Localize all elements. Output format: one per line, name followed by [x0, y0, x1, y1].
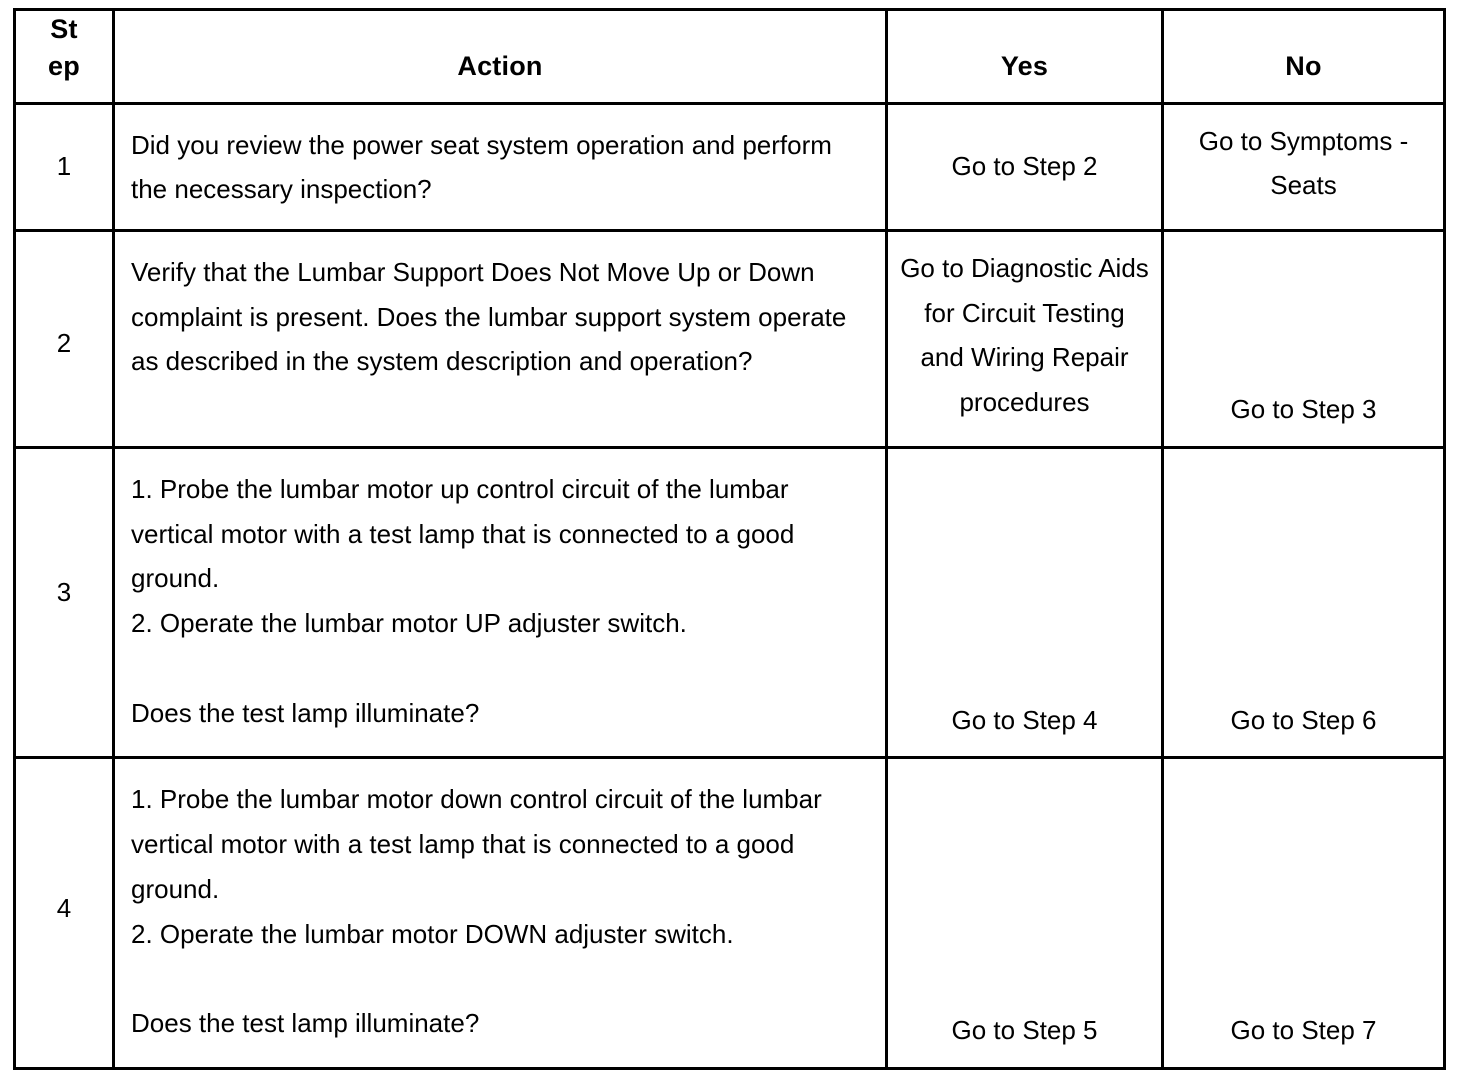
yes-wrapper: Go to Step 4 — [888, 449, 1161, 757]
no-text: Go to Symptoms - Seats — [1198, 125, 1409, 201]
column-header-step-label: St ep — [48, 14, 80, 82]
action-wrapper: Verify that the Lumbar Support Does Not … — [115, 232, 885, 446]
yes-text: Go to Step 2 — [951, 151, 1098, 182]
step-number: 2 — [56, 327, 72, 358]
no-text: Go to Step 7 — [1230, 1015, 1377, 1046]
table-header-row: St ep Action Yes No — [13, 8, 1446, 105]
column-header-step-cell: St ep — [16, 11, 112, 102]
step-number: 3 — [56, 577, 72, 608]
no-wrapper: Go to Symptoms - Seats — [1164, 105, 1443, 229]
no-text: Go to Step 3 — [1230, 394, 1377, 425]
action-wrapper: 1. Probe the lumbar motor down control c… — [115, 759, 885, 1067]
action-cell: 1. Probe the lumbar motor up control cir… — [112, 445, 888, 760]
table-row: 3 1. Probe the lumbar motor up control c… — [13, 445, 1446, 760]
table-header: St ep Action Yes No — [13, 8, 1446, 105]
no-cell: Go to Symptoms - Seats — [1161, 101, 1446, 232]
step-number: 1 — [56, 151, 72, 182]
step-number-cell: 4 — [13, 756, 115, 1070]
column-header-no-label: No — [1285, 51, 1322, 82]
no-wrapper: Go to Step 6 — [1164, 449, 1443, 757]
no-wrapper: Go to Step 3 — [1164, 232, 1443, 446]
step-number-wrapper: 3 — [16, 449, 112, 757]
step-number-wrapper: 4 — [16, 759, 112, 1067]
yes-text: Go to Step 5 — [951, 1015, 1098, 1046]
table-body: 1 Did you review the power seat system o… — [13, 101, 1446, 1070]
step-number-cell: 2 — [13, 228, 115, 449]
action-cell: 1. Probe the lumbar motor down control c… — [112, 756, 888, 1070]
yes-cell: Go to Step 5 — [885, 756, 1164, 1070]
table-row: 4 1. Probe the lumbar motor down control… — [13, 756, 1446, 1070]
column-header-yes-cell: Yes — [888, 11, 1161, 102]
no-wrapper: Go to Step 7 — [1164, 759, 1443, 1067]
column-header-yes-label: Yes — [1000, 51, 1049, 82]
step-number: 4 — [56, 892, 72, 923]
no-cell: Go to Step 3 — [1161, 228, 1446, 449]
step-number-wrapper: 2 — [16, 232, 112, 446]
column-header-no: No — [1161, 8, 1446, 105]
yes-cell: Go to Step 4 — [885, 445, 1164, 760]
column-header-no-cell: No — [1164, 11, 1443, 102]
yes-wrapper: Go to Diagnostic Aids for Circuit Testin… — [888, 232, 1161, 446]
action-wrapper: Did you review the power seat system ope… — [115, 105, 885, 229]
table-row: 2 Verify that the Lumbar Support Does No… — [13, 228, 1446, 449]
action-cell: Did you review the power seat system ope… — [112, 101, 888, 232]
action-cell: Verify that the Lumbar Support Does Not … — [112, 228, 888, 449]
column-header-step: St ep — [13, 8, 115, 105]
no-cell: Go to Step 6 — [1161, 445, 1446, 760]
no-text: Go to Step 6 — [1230, 704, 1377, 735]
action-text: 1. Probe the lumbar motor down control c… — [131, 784, 822, 1039]
action-text: 1. Probe the lumbar motor up control cir… — [131, 473, 795, 728]
yes-wrapper: Go to Step 2 — [888, 105, 1161, 229]
yes-wrapper: Go to Step 5 — [888, 759, 1161, 1067]
yes-text: Go to Step 4 — [951, 704, 1098, 735]
action-text: Did you review the power seat system ope… — [131, 129, 832, 205]
column-header-action-label: Action — [457, 51, 543, 82]
action-wrapper: 1. Probe the lumbar motor up control cir… — [115, 449, 885, 757]
yes-text: Go to Diagnostic Aids for Circuit Testin… — [900, 252, 1149, 418]
column-header-action-cell: Action — [115, 11, 885, 102]
step-number-cell: 1 — [13, 101, 115, 232]
step-number-cell: 3 — [13, 445, 115, 760]
yes-cell: Go to Diagnostic Aids for Circuit Testin… — [885, 228, 1164, 449]
action-text: Verify that the Lumbar Support Does Not … — [131, 256, 847, 377]
column-header-yes: Yes — [885, 8, 1164, 105]
step-number-wrapper: 1 — [16, 105, 112, 229]
no-cell: Go to Step 7 — [1161, 756, 1446, 1070]
table-row: 1 Did you review the power seat system o… — [13, 101, 1446, 232]
yes-cell: Go to Step 2 — [885, 101, 1164, 232]
column-header-action: Action — [112, 8, 888, 105]
diagnostic-procedure-table: St ep Action Yes No — [13, 8, 1446, 1070]
